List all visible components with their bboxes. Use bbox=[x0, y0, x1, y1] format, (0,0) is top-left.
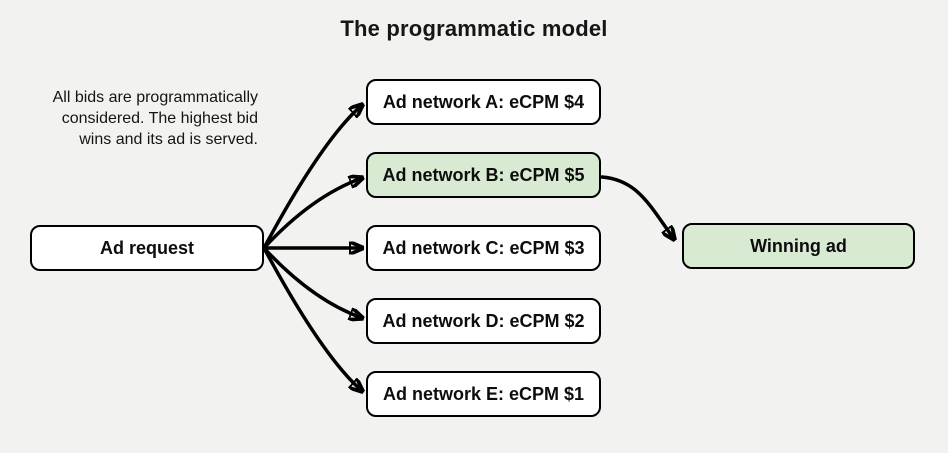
arrow-request-to-network-d bbox=[262, 246, 362, 318]
ad-request-node: Ad request bbox=[30, 225, 264, 271]
arrow-network-b-to-winning-ad bbox=[600, 175, 674, 239]
network-node-b: Ad network B: eCPM $5 bbox=[366, 152, 601, 198]
network-node-c: Ad network C: eCPM $3 bbox=[366, 225, 601, 271]
network-b-label: Ad network B: eCPM $5 bbox=[382, 164, 585, 185]
network-e-label: Ad network E: eCPM $1 bbox=[382, 383, 585, 404]
ad-request-label: Ad request bbox=[99, 237, 195, 258]
note-text: All bids are programmatically considered… bbox=[0, 87, 258, 150]
network-d-label: Ad network D: eCPM $2 bbox=[382, 310, 585, 331]
arrow-request-to-network-b bbox=[262, 178, 362, 250]
network-c-label: Ad network C: eCPM $3 bbox=[382, 237, 585, 258]
arrow-request-to-network-a bbox=[262, 105, 362, 250]
note-line-1: All bids are programmatically bbox=[52, 89, 258, 106]
network-a-label: Ad network A: eCPM $4 bbox=[382, 91, 585, 112]
winning-ad-label: Winning ad bbox=[750, 235, 847, 256]
diagram-title: The programmatic model bbox=[340, 16, 608, 41]
network-node-d: Ad network D: eCPM $2 bbox=[366, 298, 601, 344]
network-node-a: Ad network A: eCPM $4 bbox=[366, 79, 601, 125]
note-line-3: wins and its ad is served. bbox=[79, 131, 258, 148]
network-node-e: Ad network E: eCPM $1 bbox=[366, 371, 601, 417]
arrow-request-to-network-e bbox=[262, 246, 362, 391]
winning-ad-node: Winning ad bbox=[682, 223, 915, 269]
note-line-2: considered. The highest bid bbox=[61, 110, 258, 127]
